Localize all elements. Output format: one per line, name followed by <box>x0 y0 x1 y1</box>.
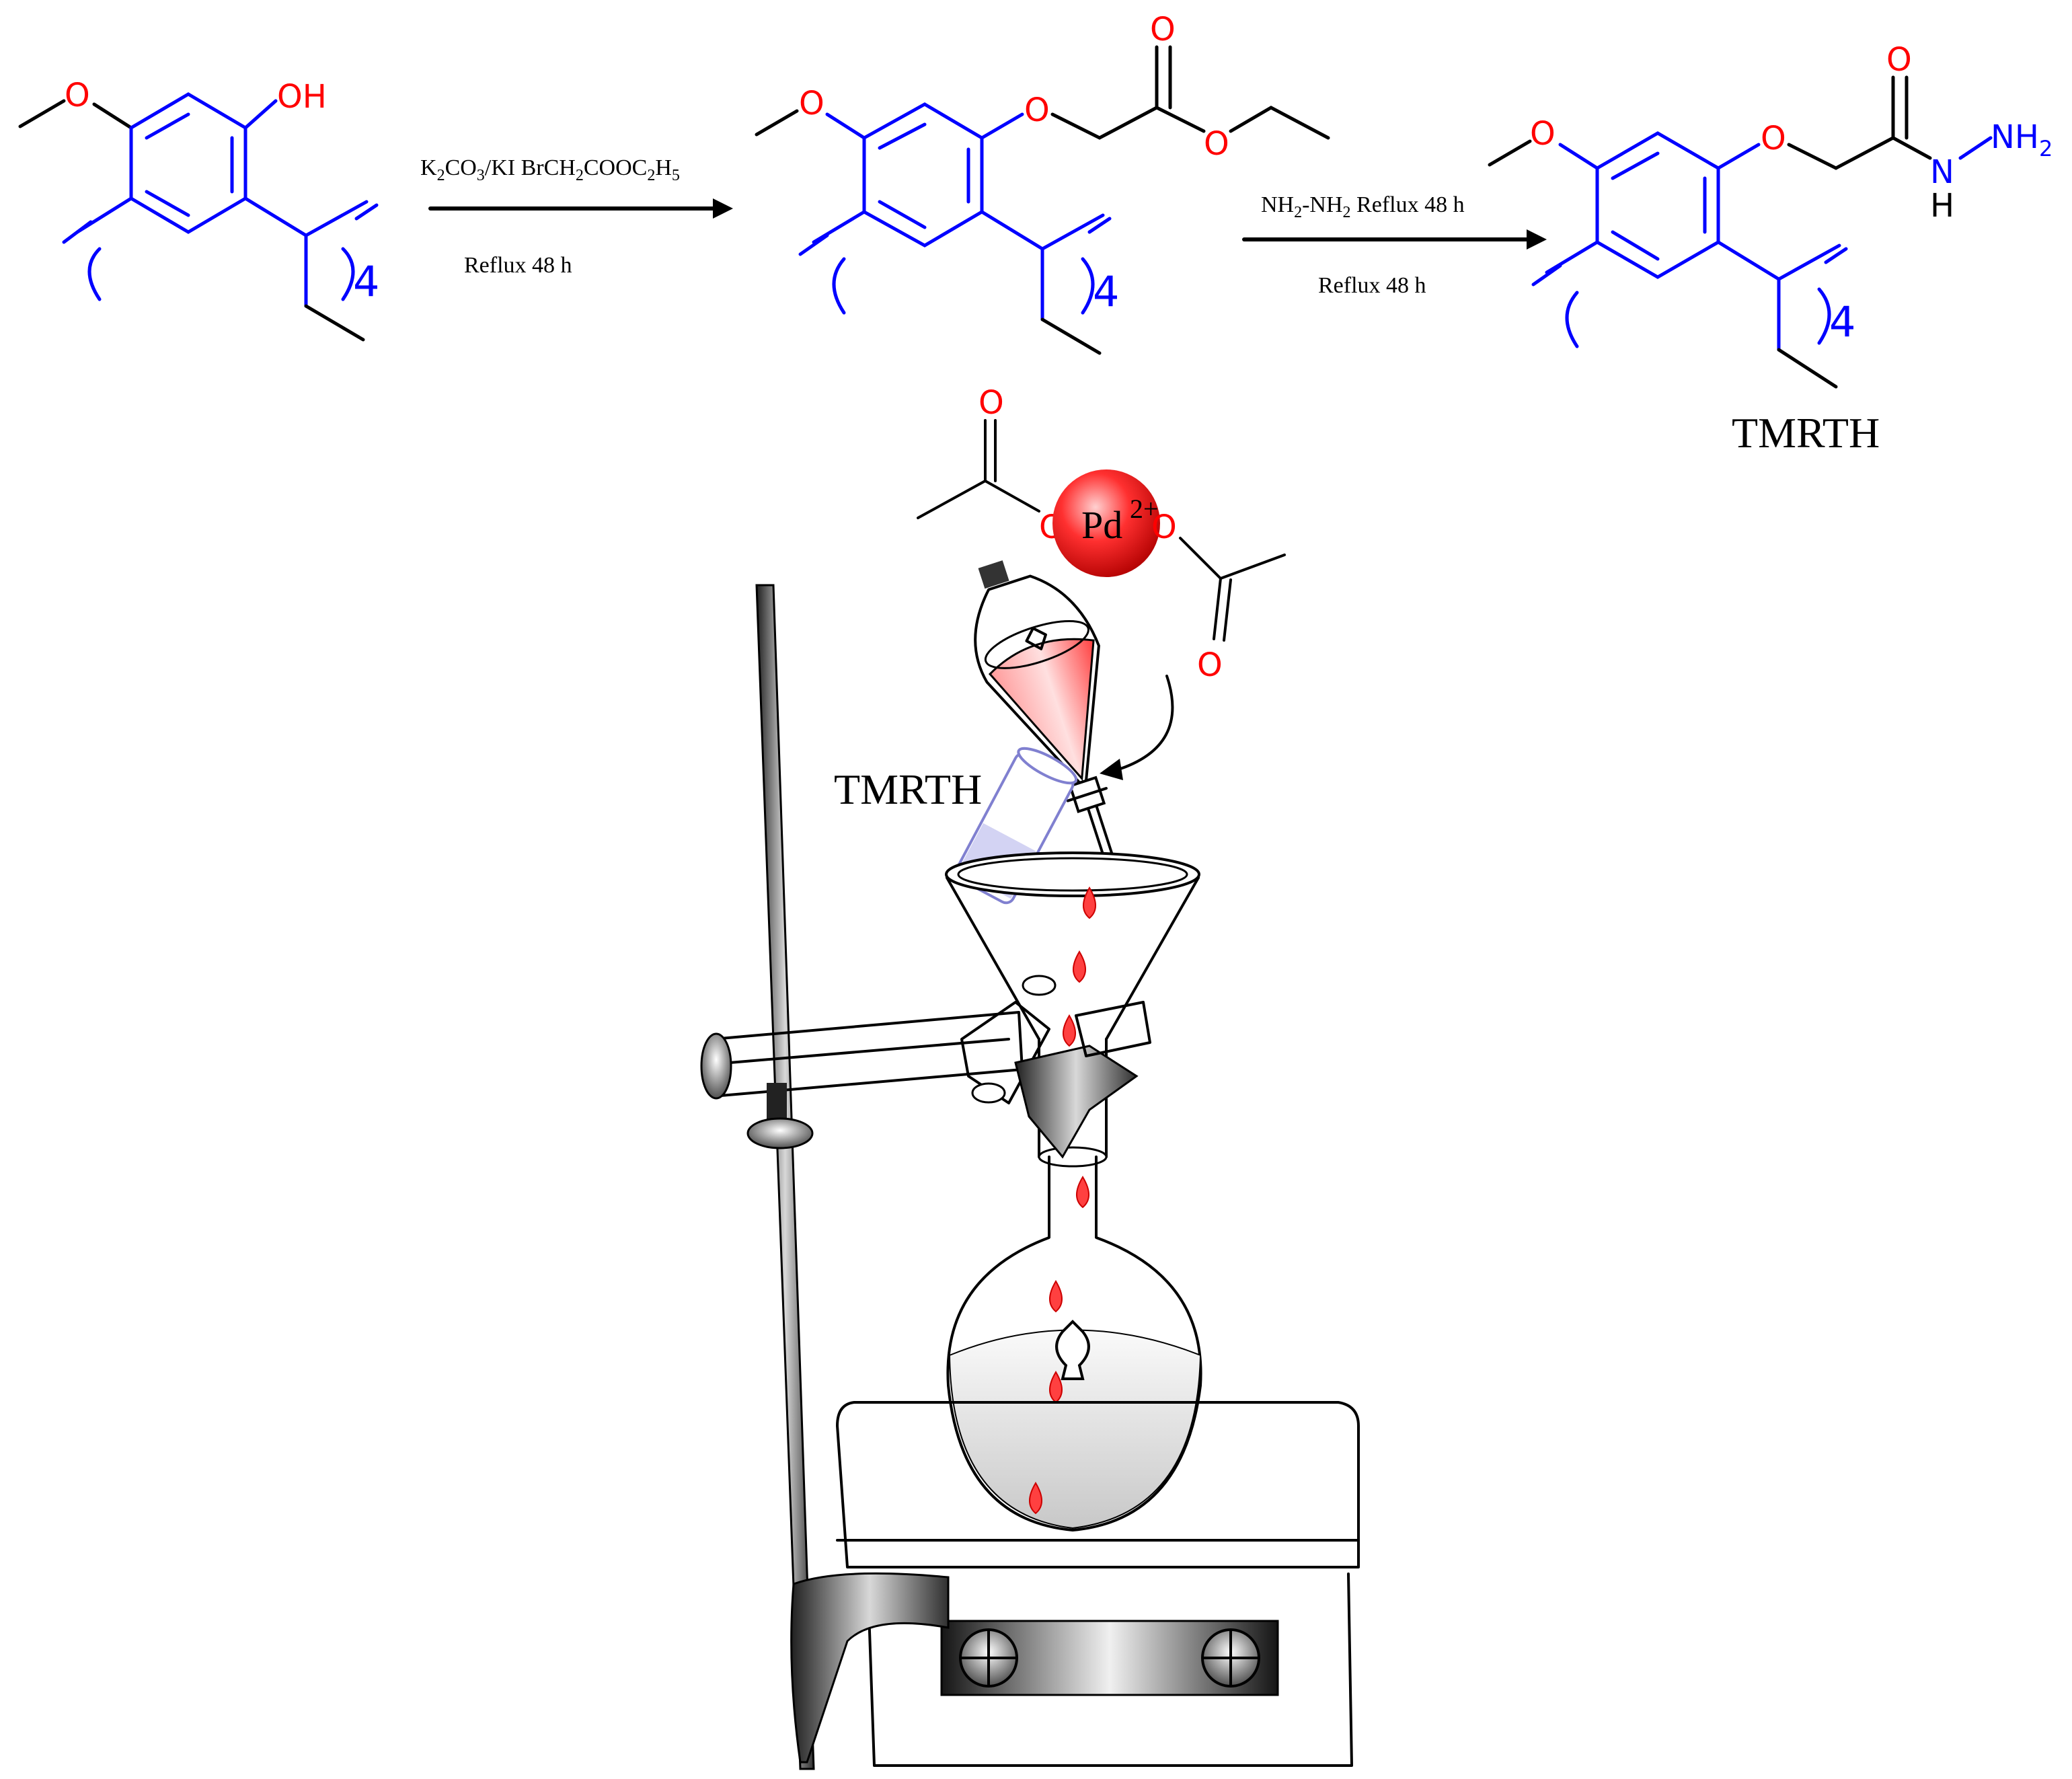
carbonyl-oxygen-label: O <box>1886 41 1912 79</box>
tmrth-product-molecule: O O O N H NH2 4 TMRTH <box>1488 41 2052 457</box>
tmrth-vial: TMRTH <box>834 747 1078 905</box>
clamp-screw[interactable] <box>700 1032 732 1100</box>
oxygen-atom-label: O <box>1024 91 1050 129</box>
round-bottom-flask <box>946 1156 1202 1531</box>
hydroxyl-label: OH <box>277 78 327 116</box>
palladium-acetate: O O Pd 2+ O O <box>917 384 1286 780</box>
step2-conditions: Reflux 48 h <box>1318 273 1426 298</box>
reaction-arrow-step1: K2CO3/KI BrCH2COOC2H5 Reflux 48 h <box>420 155 733 278</box>
step1-conditions: Reflux 48 h <box>464 253 572 278</box>
oxygen-atom-label: O <box>1761 120 1786 157</box>
oxygen-atom-label: O <box>979 384 1004 422</box>
repeat-count: 4 <box>1093 267 1119 316</box>
solution-drops <box>1029 886 1096 1515</box>
palladium-ion-sphere <box>1052 469 1160 577</box>
oxygen-atom-label: O <box>1151 508 1177 546</box>
oxygen-atom-label: O <box>799 85 824 122</box>
hotplate-stirrer <box>790 1401 1360 1767</box>
funnel-stopper <box>978 560 1009 589</box>
reagent-name-label: TMRTH <box>834 765 982 813</box>
repeat-count: 4 <box>353 257 379 306</box>
retort-stand <box>700 584 1151 1770</box>
step2-reagents: NH2-NH2 Reflux 48 h <box>1261 192 1465 221</box>
separatory-funnel <box>974 560 1121 880</box>
hydrogen-atom-label: H <box>1930 187 1954 225</box>
oxygen-atom-label: O <box>1204 125 1229 163</box>
oxygen-atom-label: O <box>1530 115 1556 153</box>
reaction-arrow-step2: NH2-NH2 Reflux 48 h Reflux 48 h <box>1242 192 1547 298</box>
amine-label: NH2 <box>1991 118 2052 161</box>
clamp-jaw[interactable] <box>1014 1045 1139 1159</box>
palladium-charge: 2+ <box>1130 494 1159 524</box>
nitrogen-atom-label: N <box>1930 153 1954 191</box>
oxygen-atom-label: O <box>1197 646 1223 684</box>
boss-head-screw[interactable] <box>746 1117 814 1149</box>
ester-intermediate-molecule: O O O O 4 <box>755 11 1330 355</box>
oxygen-atom-label: O <box>65 77 90 114</box>
palladium-label: Pd <box>1081 503 1122 547</box>
product-name-label: TMRTH <box>1732 409 1880 457</box>
carbonyl-oxygen-label: O <box>1150 11 1176 48</box>
stir-bar-icon <box>1055 1320 1090 1380</box>
repeat-count: 4 <box>1829 297 1855 346</box>
starting-material-molecule: O OH 4 <box>18 77 379 342</box>
stand-rod <box>755 584 815 1770</box>
stand-base-foot <box>790 1572 950 1764</box>
step1-reagents: K2CO3/KI BrCH2COOC2H5 <box>420 155 680 184</box>
